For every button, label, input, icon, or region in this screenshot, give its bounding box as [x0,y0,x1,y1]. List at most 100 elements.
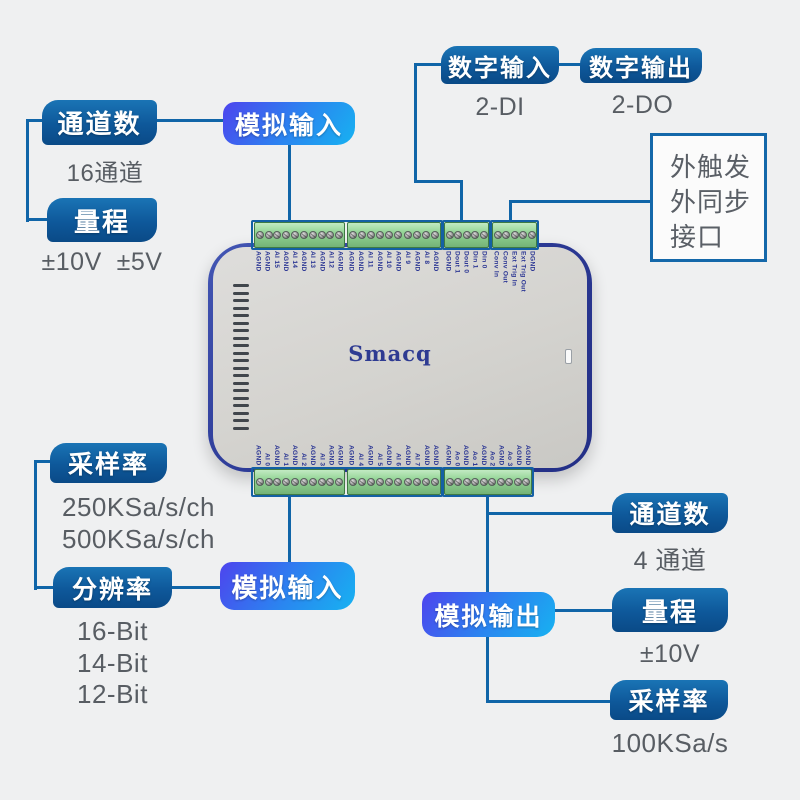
terminal-screw [412,478,421,486]
pin: AGND [356,250,365,300]
pin-label: AGND [254,251,262,272]
terminal-screw [335,231,344,239]
terminal-highlight-box [251,220,443,250]
pin-label: AGND [497,445,505,466]
pin-label: AGND [432,445,440,466]
terminal-screw [430,231,439,239]
trigger-box-line-3: 接口 [670,222,725,252]
terminal-screw [513,478,522,486]
vent-slot [233,404,249,407]
pin-label: AGND [366,445,374,466]
terminal-screw [358,478,367,486]
pin-label: AGND [336,251,344,272]
pin: AGND [263,250,272,300]
pin: AI 1 [281,417,290,467]
pin: Dout 0 [462,250,471,300]
pin-label: AGND [347,251,355,272]
pin: AI 7 [413,417,422,467]
pin: Din 1 [471,250,480,300]
connector-line [26,218,49,221]
terminal-highlight-box [442,467,534,497]
terminal-screw [273,478,282,486]
terminal-screw [394,231,403,239]
terminal-screw [527,231,536,239]
resolution-value-3: 12-Bit [77,679,148,709]
terminal-screw [385,231,394,239]
pin-label: Dout 0 [462,251,470,274]
pin-label: AGND [403,445,411,466]
vent-slot [233,381,249,385]
pin-label: DGND [528,251,536,272]
pin-label: AGND [300,251,308,272]
vent-slot [233,351,249,355]
pin: AI 14 [290,250,299,300]
connector-line [34,460,37,590]
pin: AI 15 [272,250,281,300]
vent-slot [233,314,249,317]
pin-label: AI 15 [272,251,280,269]
pin: Ext Trig Out [519,250,528,300]
analog-input-pill-top: 模拟输入 [223,102,355,145]
pin-label: AGND [514,445,522,466]
pin: AI 11 [366,250,375,300]
terminal-screw [454,478,463,486]
terminal-screw [335,478,344,486]
vent-slot [233,396,249,400]
pin: AI 2 [300,417,309,467]
terminal-screw [291,478,300,486]
pin-label: AI 0 [263,452,271,466]
terminal-screw [403,478,412,486]
pin-label: AGND [336,445,344,466]
pin: AGND [336,250,345,300]
pin-label: AI 5 [375,452,383,466]
pin-label: Ext Trig Out [519,251,527,292]
pin-label: Conv Out [501,251,509,284]
connector-line [414,180,463,183]
vent-slot [233,284,249,287]
digital-input-value: 2-DI [475,93,525,121]
terminal-screw [462,478,471,486]
terminal-screw [255,478,264,486]
pin: AGND [432,417,441,467]
terminal-screw [299,231,308,239]
side-led-slot [565,349,572,364]
vent-slot [233,321,249,325]
pin-label: AI 7 [413,452,421,466]
trigger-box-line-2: 外同步 [670,187,752,217]
pin-label: AGND [327,445,335,466]
pin: AI 0 [263,417,272,467]
pin: Conv In [492,250,501,300]
terminal-block-trigger [492,222,537,248]
pin-label: Conv In [492,251,500,278]
pin: Conv Out [501,250,510,300]
pin: AGND [300,250,309,300]
pin-label: AGND [272,445,280,466]
pin-label: AGND [385,445,393,466]
pin-label: AI 13 [309,251,317,269]
analog-output-pill: 模拟输出 [422,592,555,637]
terminal-highlight-box [490,220,539,250]
terminal-screw [264,478,273,486]
pin: AI 3 [318,417,327,467]
terminal-screw [412,231,421,239]
terminal-block-top-ai-2 [347,222,441,248]
terminal-screw [445,231,454,239]
trigger-sync-box: 外触发 外同步 接口 [650,133,767,262]
pin: AGND [462,417,471,467]
terminal-screw [326,478,335,486]
pin: AGND [394,250,403,300]
pin: AGND [479,417,488,467]
channels-pill-top: 通道数 [42,100,157,145]
terminal-screw [273,231,282,239]
pin: AI 13 [309,250,318,300]
terminal-screw [358,231,367,239]
terminal-screw [282,231,291,239]
resolution-pill: 分辨率 [53,567,172,608]
terminal-screw [264,231,273,239]
pin-label: AGND [263,251,271,272]
vent-slot [233,366,249,370]
